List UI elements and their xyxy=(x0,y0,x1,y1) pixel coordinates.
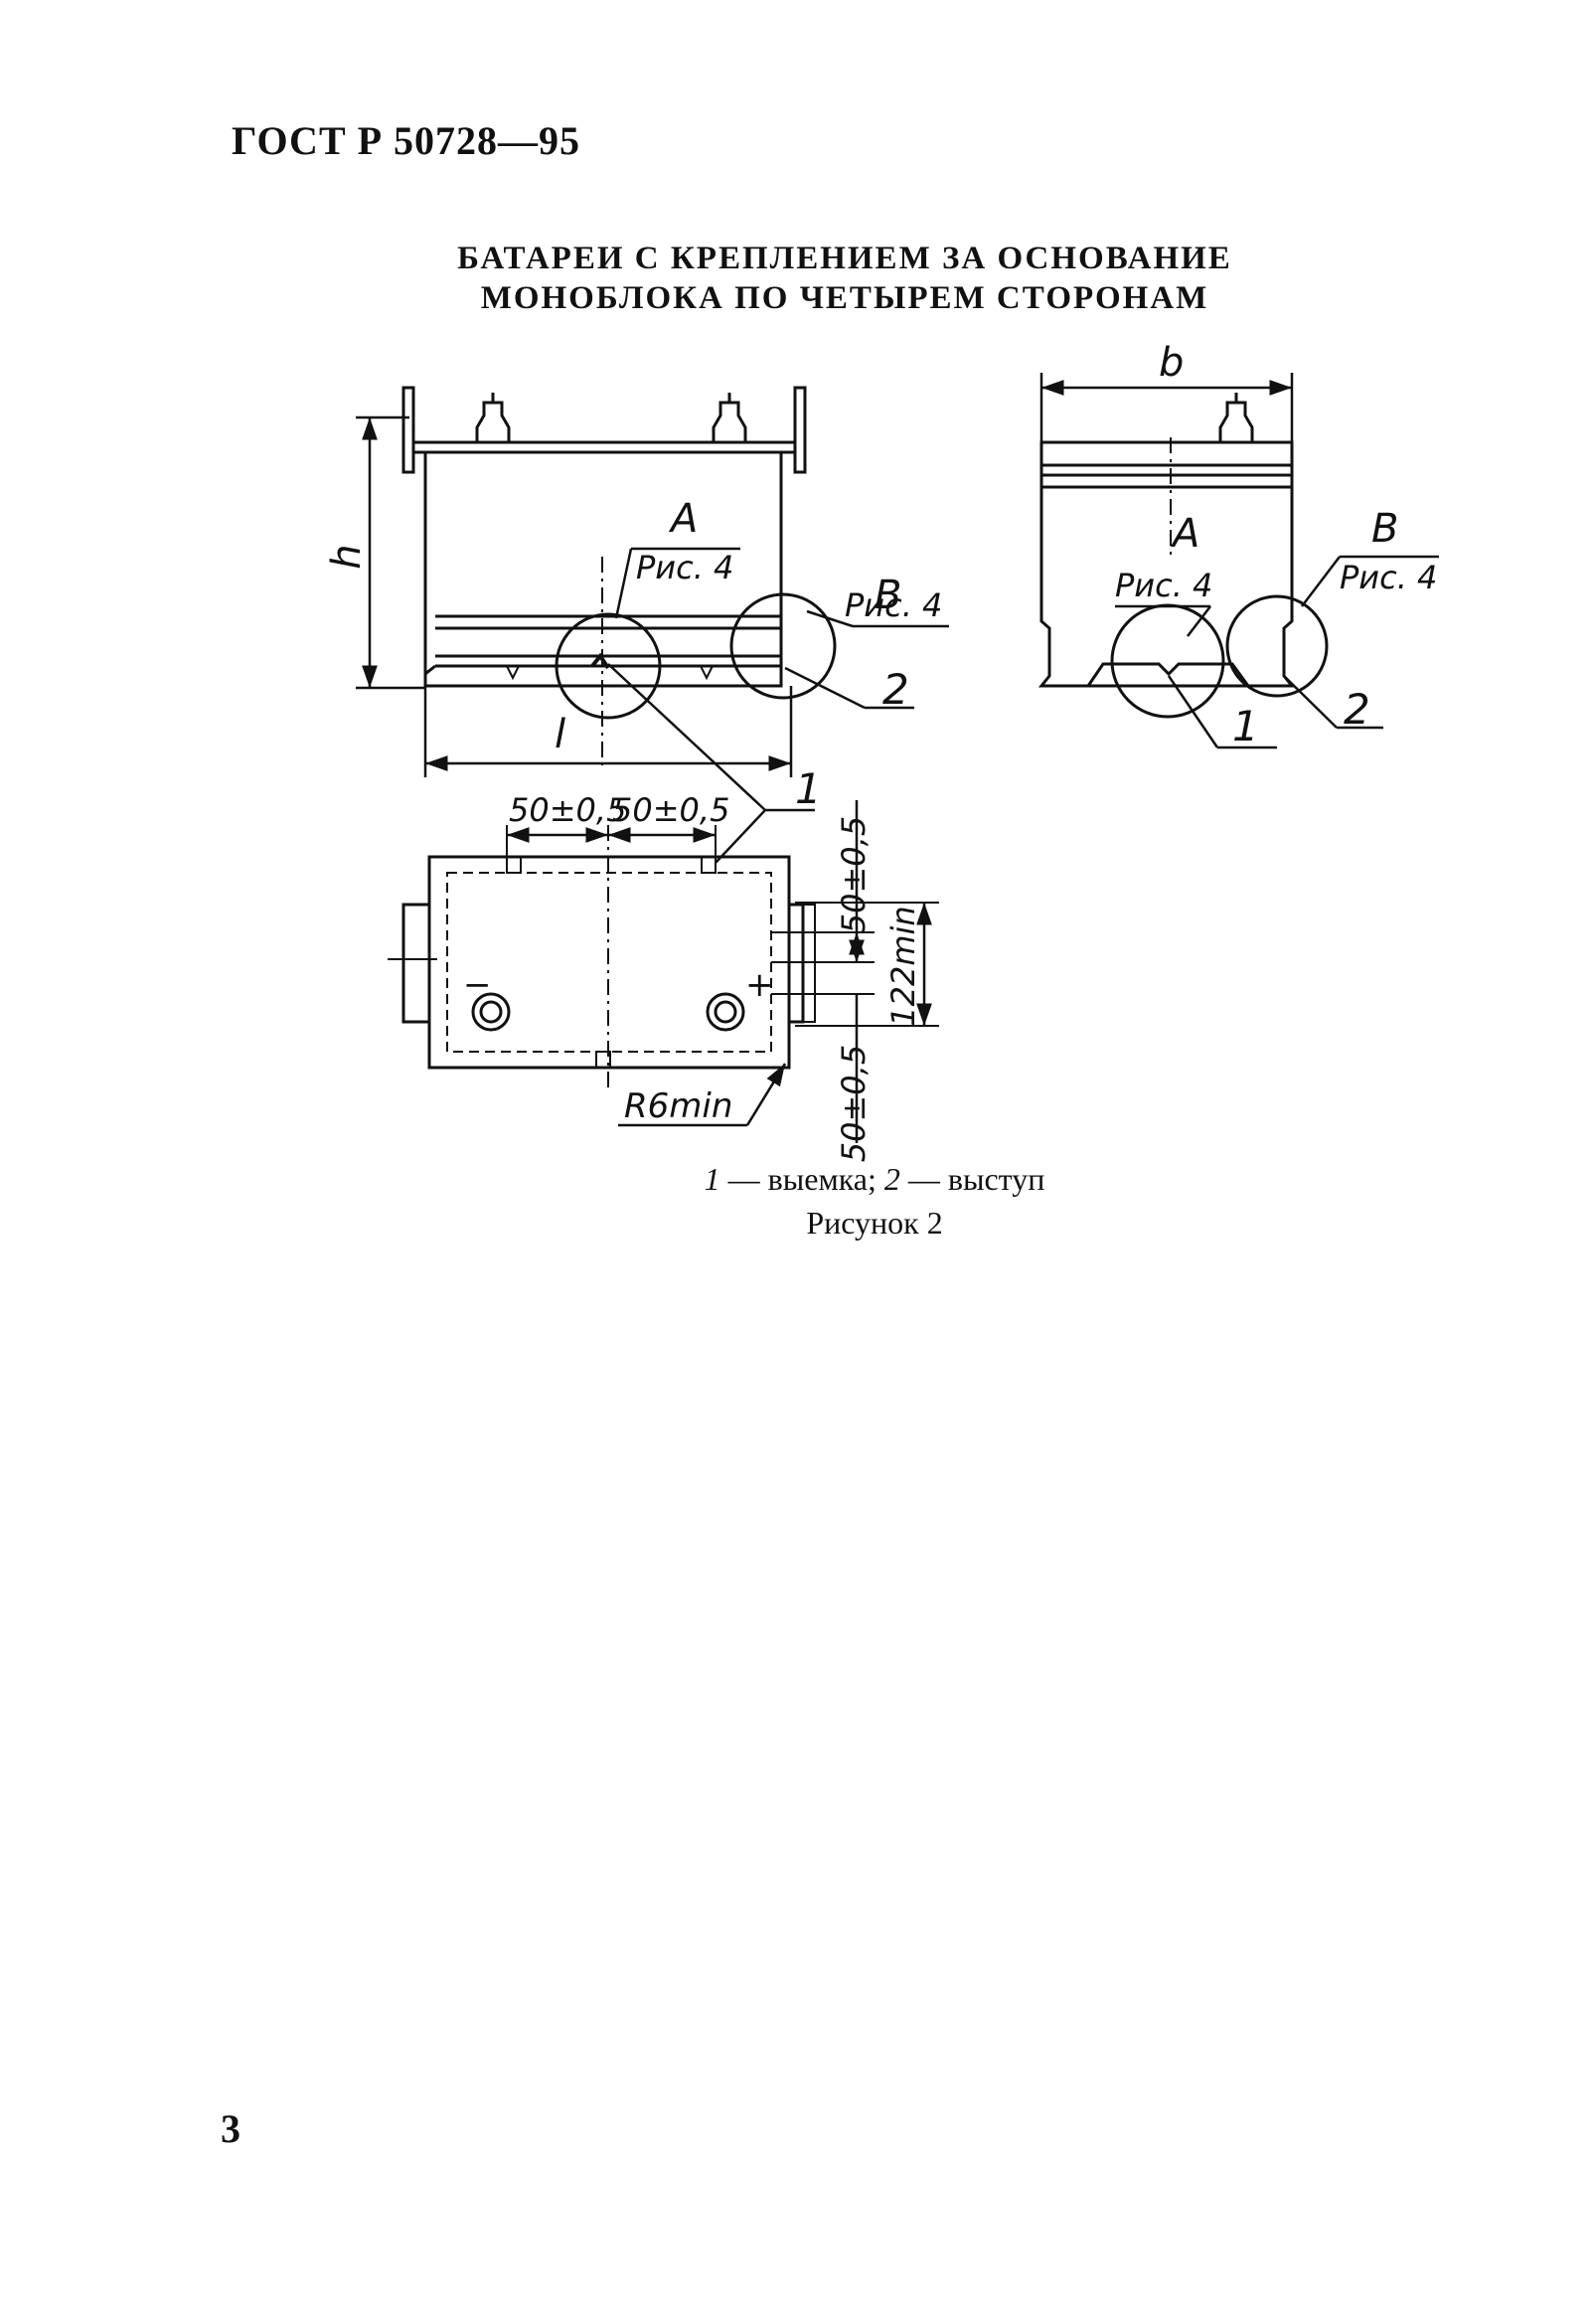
label-ref-b: Рис. 4 xyxy=(845,586,942,624)
section-title-line-1: БАТАРЕИ С КРЕПЛЕНИЕМ ЗА ОСНОВАНИЕ xyxy=(457,241,1232,276)
callout-1-side: 1 xyxy=(1232,702,1259,750)
label-ref-a: Рис. 4 xyxy=(636,549,733,586)
label-dim-122: 122min xyxy=(884,906,922,1026)
leader-radius-diag xyxy=(745,1063,787,1126)
label-dim-50-v-bottom: 50±0,5 xyxy=(835,1045,873,1162)
callout-2-side: 2 xyxy=(1344,685,1370,734)
callout-2-front: 2 xyxy=(882,665,909,714)
leader-b-diag xyxy=(806,609,854,628)
leader-2-front xyxy=(784,666,866,710)
plus-sign: + xyxy=(745,965,774,1005)
label-side-ref-b: Рис. 4 xyxy=(1340,559,1437,596)
legend-text-1: — выемка; xyxy=(719,1161,884,1197)
label-b: b xyxy=(1159,340,1184,386)
dimension-vertical-right xyxy=(849,800,932,1143)
leader-1-side xyxy=(1167,675,1219,748)
figure-caption: Рисунок 2 xyxy=(806,1205,943,1241)
figure-legend: 1 — выемка; 2 — выступ xyxy=(517,1161,1232,1198)
label-l: l xyxy=(555,712,565,757)
label-h: h xyxy=(324,544,370,569)
label-dim-50-v-top: 50±0,5 xyxy=(835,816,873,933)
callout-1-top: 1 xyxy=(795,764,822,813)
leader-side-b-diag xyxy=(1301,556,1341,607)
document-header: ГОСТ Р 50728—95 xyxy=(232,118,581,163)
leader-1-top xyxy=(715,809,766,864)
label-dim-50-right: 50±0,5 xyxy=(612,791,729,829)
legend-num-2: 2 xyxy=(883,1161,900,1197)
section-title-line-2: МОНОБЛОКА ПО ЧЕТЫРЕМ СТОРОНАМ xyxy=(480,280,1209,316)
minus-sign: − xyxy=(463,965,492,1005)
leader-side-a-diag xyxy=(1187,605,1211,637)
dimension-b xyxy=(1039,373,1294,442)
label-radius: R6min xyxy=(624,1086,732,1126)
leader-1-front xyxy=(607,663,766,811)
dimension-h xyxy=(356,415,425,690)
label-side-detail-a: A xyxy=(1170,511,1199,557)
front-view xyxy=(401,386,837,765)
legend-text-2: — выступ xyxy=(899,1161,1045,1197)
side-view xyxy=(1037,393,1329,719)
label-detail-b: B xyxy=(875,573,901,618)
dimension-l xyxy=(423,686,793,777)
label-side-ref-a: Рис. 4 xyxy=(1115,567,1212,604)
legend-num-1: 1 xyxy=(704,1161,720,1197)
label-dim-50-left: 50±0,5 xyxy=(509,791,626,829)
page-number: 3 xyxy=(221,2106,240,2151)
leader-a-diag xyxy=(614,548,633,619)
label-side-detail-b: B xyxy=(1371,506,1398,552)
leader-2-side xyxy=(1283,675,1338,729)
label-detail-a: A xyxy=(668,496,698,542)
